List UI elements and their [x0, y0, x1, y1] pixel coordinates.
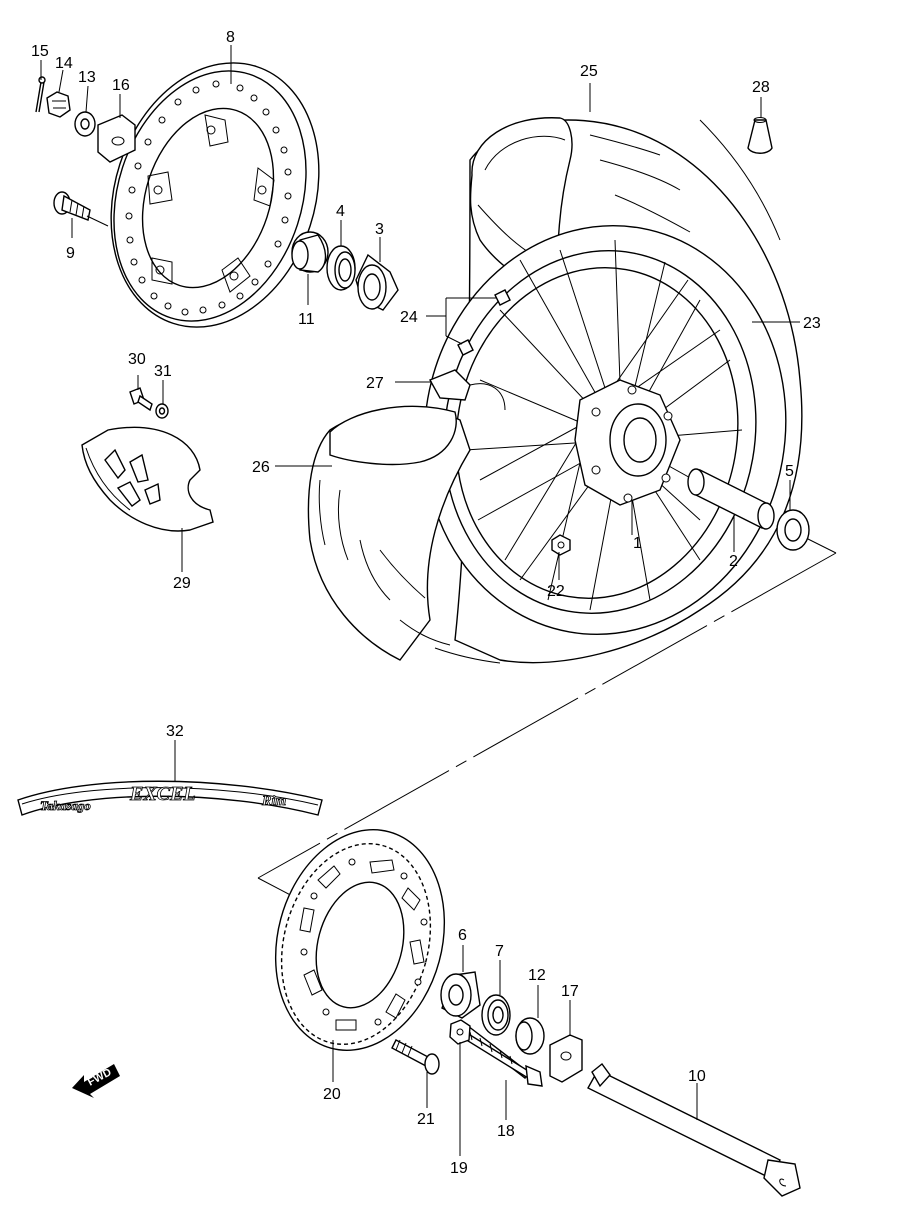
callout-3: 3 [375, 221, 384, 238]
callout-30: 30 [128, 351, 146, 368]
castle-nut [46, 91, 71, 118]
callout-16: 16 [112, 77, 130, 94]
washer [74, 111, 96, 137]
callout-25: 25 [580, 63, 598, 80]
decal-brand-text: Takasago [40, 798, 91, 813]
callout-5: 5 [785, 463, 794, 480]
spacer [291, 231, 329, 273]
callout-18: 18 [497, 1123, 515, 1140]
bearing [355, 253, 399, 311]
callout-15: 15 [31, 43, 49, 60]
inner-tube [429, 369, 506, 411]
callout-27: 27 [366, 375, 384, 392]
sprocket-spacer [515, 1017, 545, 1055]
sprocket-bearing [440, 971, 481, 1019]
callout-28: 28 [752, 79, 770, 96]
rear-axle [587, 1062, 801, 1197]
rim-tape [307, 405, 501, 664]
callout-19: 19 [450, 1160, 468, 1177]
sprocket-bolt [391, 1039, 440, 1075]
callout-20: 20 [323, 1086, 341, 1103]
callout-6: 6 [458, 927, 467, 944]
adjuster-bolt [459, 1024, 543, 1087]
brake-disc [110, 62, 320, 328]
callout-2: 2 [729, 553, 738, 570]
callout-11: 11 [298, 311, 315, 328]
callout-1: 1 [633, 535, 642, 552]
guard-bolt [129, 387, 153, 412]
leader-lines [40, 45, 800, 1156]
spacer-collar [687, 468, 775, 530]
callout-10: 10 [688, 1068, 706, 1085]
callout-29: 29 [173, 575, 191, 592]
callout-12: 12 [528, 967, 546, 984]
callout-labels: 1 2 3 4 5 6 7 8 9 10 11 12 13 14 15 16 1… [31, 29, 821, 1177]
rim-nut [551, 534, 571, 556]
sprocket-guard [81, 426, 214, 532]
callout-22: 22 [547, 583, 565, 600]
oil-seal [326, 245, 356, 291]
callout-23: 23 [803, 315, 821, 332]
forward-direction-arrow: FWD [72, 1064, 120, 1098]
callout-32: 32 [166, 723, 184, 740]
sprocket-oil-seal [481, 994, 511, 1036]
callout-24: 24 [400, 309, 418, 326]
rear-sprocket [274, 829, 446, 1051]
callout-8: 8 [226, 29, 235, 46]
valve-cap [747, 117, 773, 154]
chain-adjuster [549, 1034, 583, 1083]
rim-decal: Takasago EXCEL Rim [17, 780, 323, 816]
decal-model-text: EXCEL [129, 783, 196, 805]
callout-21: 21 [417, 1111, 435, 1128]
bearing-right [776, 509, 810, 551]
guard-washer [155, 403, 169, 419]
callout-14: 14 [55, 55, 73, 72]
adjuster-nut [449, 1019, 471, 1045]
hub [574, 379, 681, 506]
callout-4: 4 [336, 203, 345, 220]
cotter-pin [35, 76, 46, 113]
adjuster-plate [97, 114, 136, 163]
callout-7: 7 [495, 943, 504, 960]
callout-13: 13 [78, 69, 96, 86]
callout-31: 31 [154, 363, 172, 380]
disc-bolt [53, 191, 91, 221]
callout-17: 17 [561, 983, 579, 1000]
callout-26: 26 [252, 459, 270, 476]
callout-9: 9 [66, 245, 75, 262]
decal-suffix-text: Rim [261, 794, 286, 809]
